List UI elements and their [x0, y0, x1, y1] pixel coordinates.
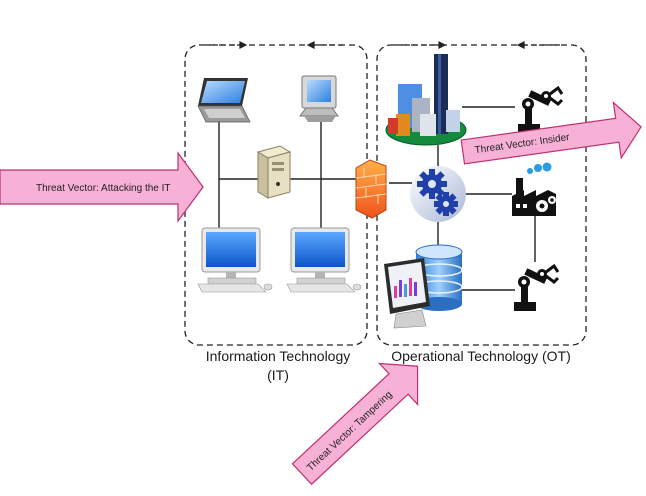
database-icon: [384, 244, 463, 329]
threat-arrow-attacking-it: Threat Vector: Attacking the IT: [0, 151, 204, 223]
desktop-computer-icon: [286, 227, 362, 293]
server-tower-icon: [256, 145, 292, 199]
gears-icon: [410, 166, 466, 222]
it-zone-subtitle: (IT): [267, 367, 289, 383]
crt-monitor-icon: [299, 75, 339, 122]
flow-indicators: [205, 41, 560, 49]
city-buildings-icon: [385, 54, 467, 146]
threat-arrow-insider: Threat Vector: Insider: [460, 101, 642, 165]
factory-icon: [512, 162, 556, 216]
robot-arm-icon: [518, 85, 564, 133]
desktop-computer-icon: [197, 227, 273, 293]
robot-arm-icon: [514, 263, 560, 311]
threat-label-tampering: Threat Vector: Tampering: [305, 389, 394, 474]
firewall-icon: [355, 159, 387, 219]
threat-label-attacking-it: Threat Vector: Attacking the IT: [36, 183, 171, 194]
laptop-icon: [197, 78, 251, 123]
ot-zone-title: Operational Technology (OT): [391, 348, 571, 364]
it-zone-title: Information Technology: [205, 348, 351, 364]
